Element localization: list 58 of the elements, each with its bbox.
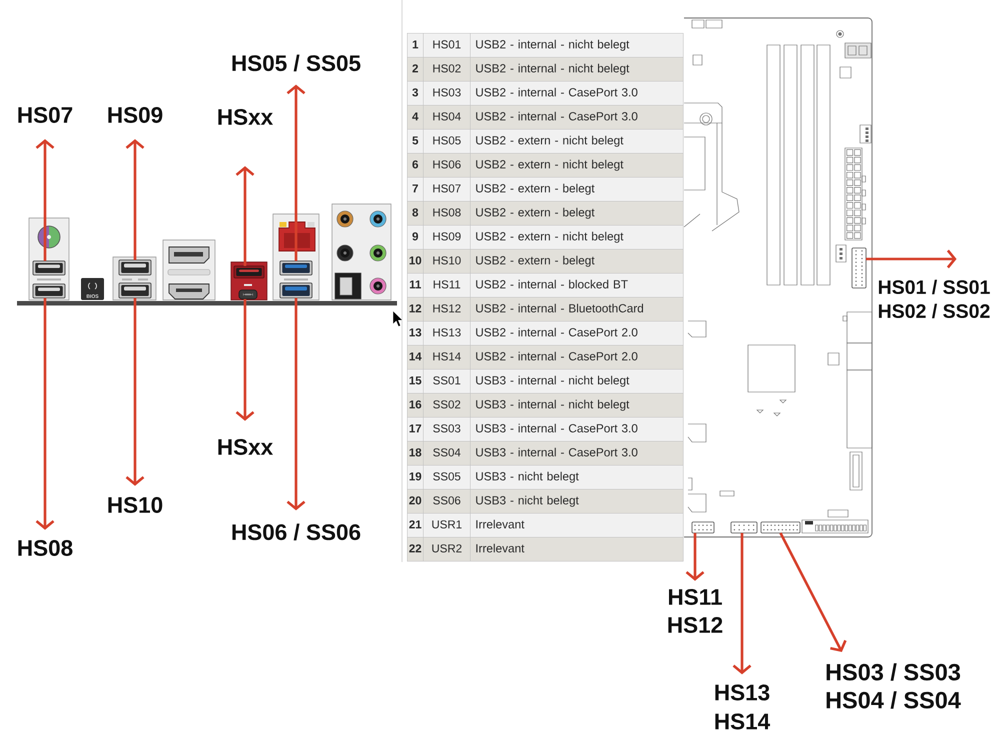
usb-port: [32, 260, 66, 276]
port-label: HS05 / SS05: [232, 54, 360, 72]
arrow: [36, 298, 54, 530]
table-cell: 20: [407, 489, 424, 514]
table-cell: 6: [407, 153, 424, 178]
table-cell: 18: [407, 441, 424, 466]
port-label: HS03 / SS03 HS04 / SS04: [826, 663, 961, 709]
port-label: HS10: [108, 497, 162, 513]
usb-c-port: [238, 290, 258, 300]
port-label: HS06 / SS06: [232, 524, 360, 540]
arrow: [866, 250, 957, 268]
table-cell: 13: [407, 321, 424, 346]
arrow: [732, 533, 752, 674]
usb-port: [32, 284, 66, 298]
arrow: [236, 166, 254, 266]
table-cell: 16: [407, 393, 424, 418]
port-label: HS09: [108, 107, 162, 123]
port-label: HS07: [18, 107, 72, 123]
port-label: HSxx: [218, 439, 273, 455]
port-label: HS11 HS12: [668, 589, 722, 633]
usb-port: [118, 282, 152, 298]
port-label: HS08: [18, 540, 72, 556]
pin-header: [730, 522, 758, 534]
table-cell: 2: [407, 57, 424, 82]
pin-header: [852, 248, 866, 288]
pin-header: [760, 522, 800, 534]
port-label: HSxx: [218, 109, 273, 125]
usb-port: [280, 282, 312, 298]
arrow: [779, 532, 847, 652]
arrow: [286, 84, 306, 261]
port-label: HS13 HS14: [715, 684, 770, 730]
table-cell: 19: [407, 465, 424, 490]
table-cell: 11: [407, 273, 424, 298]
table-cell: 8: [407, 201, 424, 226]
table-cell: 1: [407, 33, 424, 58]
table-cell: 12: [407, 297, 424, 322]
usb-port: [118, 260, 152, 276]
arrow: [286, 298, 306, 510]
table-cell: 14: [407, 345, 424, 370]
table-cell: 15: [407, 369, 424, 394]
table-cell: 22: [407, 537, 424, 562]
port-label: HS01 / SS01 HS02 / SS02: [878, 280, 990, 318]
arrow: [126, 139, 144, 260]
table-cell: 4: [407, 105, 424, 130]
table-cell: 7: [407, 177, 424, 202]
usb-port: [234, 266, 264, 278]
pin-header: [692, 522, 714, 534]
table-cell: 3: [407, 81, 424, 106]
table-cell: 9: [407, 225, 424, 250]
table-cell: 10: [407, 249, 424, 274]
arrow: [36, 139, 54, 261]
arrow: [236, 299, 254, 421]
table-cell: 17: [407, 417, 424, 442]
arrow: [126, 298, 144, 486]
usb-port: [280, 260, 312, 276]
arrow: [686, 533, 704, 581]
table-cell: 21: [407, 513, 424, 538]
table-cell: 5: [407, 129, 424, 154]
